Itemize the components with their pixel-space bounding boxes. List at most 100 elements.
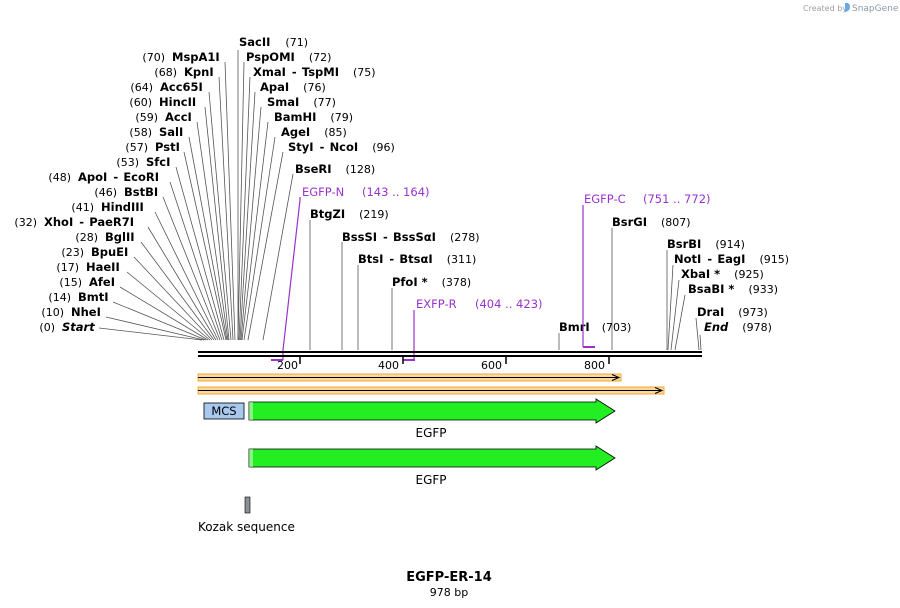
enzyme-name: Start (62, 320, 95, 334)
enzyme-site[interactable]: BssSI-BssSαI(278) (342, 230, 480, 244)
enzyme-site[interactable]: BpuEI(23) (61, 245, 128, 259)
enzyme-name: BsrGI (612, 215, 647, 229)
feature-egfp-1[interactable]: EGFP (248, 398, 616, 440)
enzyme-position: (70) (142, 51, 165, 64)
snapgene-logo-icon (845, 2, 850, 13)
enzyme-site[interactable]: SmaI(77) (267, 95, 336, 109)
enzyme-name: BamHI (274, 110, 316, 124)
enzyme-name: XmaI (253, 65, 286, 79)
enzyme-position: (32) (14, 216, 37, 229)
enzyme-leader-lines-right (237, 61, 702, 351)
enzyme-position: (10) (41, 306, 64, 319)
enzyme-name: DraI (697, 305, 724, 319)
enzyme-site[interactable]: ApaI (76) (260, 80, 326, 94)
enzyme-position: (807) (661, 216, 691, 229)
enzyme-site[interactable]: BtsI-BtsαI(311) (358, 252, 476, 266)
enzyme-site[interactable]: BglII(28) (75, 230, 134, 244)
enzyme-name: NotI (674, 252, 701, 266)
enzyme-site[interactable]: BtgZI(219) (310, 207, 389, 221)
enzyme-name: End (704, 320, 729, 334)
sequence-backbone (198, 351, 702, 357)
enzyme-separator: - (113, 170, 118, 184)
feature-label: Kozak sequence (198, 520, 295, 534)
enzyme-site[interactable]: SfcI(53) (116, 155, 170, 169)
enzyme-position: (79) (330, 111, 353, 124)
enzyme-position: (973) (738, 306, 768, 319)
feature-mcs[interactable]: MCS (203, 402, 245, 420)
enzyme-site[interactable]: BsrBI(914) (667, 237, 745, 251)
enzyme-name: BpuEI (91, 245, 128, 259)
enzyme-position: (68) (154, 66, 177, 79)
enzyme-site[interactable]: HindIII(41) (71, 200, 143, 214)
enzyme-site[interactable]: AccI(59) (135, 110, 191, 124)
tick-label: 200 (277, 359, 298, 372)
primer-range: (143 .. 164) (362, 185, 430, 199)
enzyme-name: NheI (71, 305, 101, 319)
enzyme-name: BglII (105, 230, 135, 244)
enzyme-separator: - (383, 230, 388, 244)
enzyme-name: BstBI (124, 185, 158, 199)
enzyme-site[interactable]: PstI(57) (125, 140, 179, 154)
enzyme-site[interactable]: DraI (973) (697, 305, 768, 319)
enzyme-site[interactable]: HincII(60) (129, 95, 196, 109)
orf-arrow-1[interactable] (197, 373, 622, 382)
feature-label: EGFP (415, 426, 446, 440)
enzyme-site[interactable]: BmrI(703) (559, 320, 631, 334)
enzyme-position: (96) (372, 141, 395, 154)
enzyme-position: (59) (135, 111, 158, 124)
enzyme-site[interactable]: AgeI(85) (281, 125, 347, 139)
enzyme-position: (85) (324, 126, 347, 139)
enzyme-site[interactable]: BamHI (79) (274, 110, 353, 124)
enzyme-position: (71) (285, 36, 308, 49)
enzyme-name: PstI (155, 140, 180, 154)
enzyme-position: (925) (734, 268, 764, 281)
primer-exfp-r[interactable]: EXFP-R (404 .. 423) (403, 297, 543, 361)
primer-egfp-c[interactable]: EGFP-C (751 .. 772) (582, 192, 711, 348)
enzyme-position: (76) (303, 81, 326, 94)
enzyme-position: (72) (309, 51, 332, 64)
enzyme-name: ApaI (260, 80, 289, 94)
primer-egfp-n[interactable]: EGFP-N (143 .. 164) (271, 185, 430, 361)
enzyme-site[interactable]: SalI(58) (129, 125, 183, 139)
enzyme-name: BmrI (559, 320, 590, 334)
tick-label: 800 (584, 359, 605, 372)
enzyme-site[interactable]: BseRI(128) (295, 162, 375, 176)
enzyme-site[interactable]: StyI-NcoI(96) (288, 140, 395, 154)
enzyme-site[interactable]: MspA1I(70) (142, 50, 219, 64)
primer-label: EXFP-R (416, 297, 457, 311)
sequence-length: 978 bp (430, 586, 468, 599)
enzyme-site[interactable]: NheI (10) (41, 305, 100, 319)
enzyme-site[interactable]: BstBI(46) (94, 185, 158, 199)
feature-kozak[interactable]: Kozak sequence (198, 496, 295, 534)
enzyme-site[interactable]: XhoI-PaeR7I(32) (14, 215, 134, 229)
enzyme-site[interactable]: PfoI *(378) (392, 275, 471, 289)
orf-arrow-2[interactable] (197, 386, 665, 395)
enzyme-site[interactable]: ApoI-EcoRI(48) (48, 170, 159, 184)
enzyme-separator: - (292, 65, 297, 79)
enzyme-site[interactable]: BsrGI (807) (612, 215, 691, 229)
enzyme-name: SalI (159, 125, 183, 139)
enzyme-site[interactable]: KpnI(68) (154, 65, 213, 79)
enzyme-site[interactable]: XbaI * (925) (681, 267, 764, 281)
enzyme-name-isoschizomer: EcoRI (123, 170, 159, 184)
enzyme-site[interactable]: BsaBI *(933) (688, 282, 778, 296)
enzyme-site[interactable]: SacII(71) (239, 35, 308, 49)
enzyme-site[interactable]: Acc65I(64) (130, 80, 202, 94)
enzyme-name: StyI (288, 140, 314, 154)
enzyme-site[interactable]: Start(0) (39, 320, 95, 334)
enzyme-site[interactable]: XmaI-TspMI(75) (253, 65, 376, 79)
enzyme-name: XbaI * (681, 267, 720, 281)
enzyme-site[interactable]: NotI-EagI(915) (674, 252, 789, 266)
feature-egfp-2[interactable]: EGFP (248, 445, 616, 487)
credit-prefix: Created by (803, 4, 847, 13)
enzyme-site[interactable]: HaeII(17) (56, 260, 119, 274)
enzyme-name: HincII (159, 95, 196, 109)
enzyme-site[interactable]: BmtI(14) (48, 290, 108, 304)
enzyme-site[interactable]: End(978) (704, 320, 772, 334)
enzyme-site[interactable]: AfeI(15) (59, 275, 115, 289)
enzyme-name: BtgZI (310, 207, 345, 221)
enzyme-name: HaeII (86, 260, 120, 274)
enzyme-position: (128) (346, 163, 376, 176)
enzyme-site[interactable]: PspOMI(72) (246, 50, 331, 64)
